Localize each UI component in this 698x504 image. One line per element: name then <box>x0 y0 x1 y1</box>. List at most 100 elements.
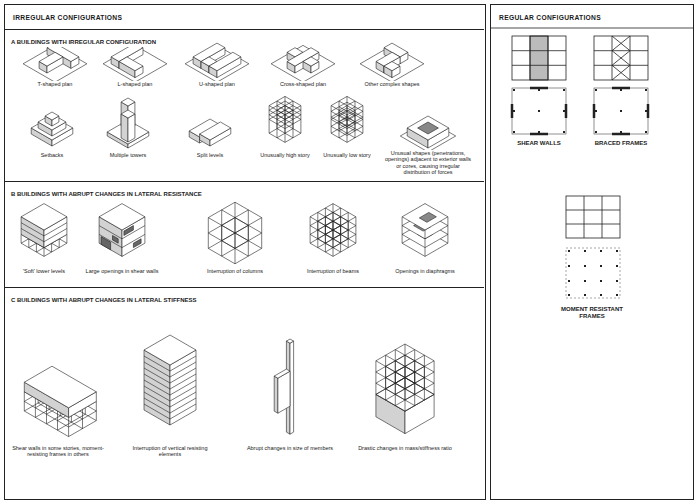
figure-line <box>376 394 405 411</box>
figure-caption: Unusual shapes (penetrations, openings) … <box>382 150 474 175</box>
panel-title: IRREGULAR CONFIGURATIONS <box>5 5 485 29</box>
figure-caption: Split levels <box>178 152 242 158</box>
figure-face <box>133 239 141 248</box>
figure-line <box>285 115 286 143</box>
caption-text: Large openings in shear walls <box>86 268 159 274</box>
figure-line <box>318 212 341 225</box>
figure-line <box>375 361 376 395</box>
figure-line <box>376 383 405 400</box>
system-label: SHEAR WALLS <box>509 140 569 147</box>
caption-text: SHEAR WALLS <box>517 140 561 146</box>
irregular-figures <box>21 43 456 437</box>
caption-text: Shear walls in some stories, moment-resi… <box>12 445 104 457</box>
figure-line <box>405 378 406 412</box>
figure-caption: Other complex shapes <box>357 81 427 87</box>
column-dots <box>513 89 565 133</box>
figure-line <box>170 374 196 389</box>
figure-line <box>310 226 333 239</box>
figure-line <box>21 229 44 242</box>
shear-wall-elevation <box>512 36 566 80</box>
figure-line <box>144 362 170 377</box>
system-label: MOMENT RESISTANT FRAMES <box>547 306 637 320</box>
figure-face <box>200 122 231 140</box>
figure-face <box>419 212 436 222</box>
caption-text: Interruption of beams <box>307 268 359 274</box>
figure-line <box>376 361 405 378</box>
figure-line <box>170 398 196 413</box>
caption-text: Abrupt changes in size of members <box>247 445 333 451</box>
figure-line <box>402 217 403 243</box>
caption-text: Interruption of vertical resisting eleme… <box>133 445 208 457</box>
figure-line <box>248 225 249 256</box>
floor-lines <box>512 36 566 80</box>
regular-figures <box>490 28 694 298</box>
column-dots <box>568 250 618 296</box>
figure-caption: L-shaped plan <box>100 81 170 87</box>
figure-line <box>333 230 334 256</box>
figure-line <box>144 386 170 401</box>
header-rule <box>490 28 694 29</box>
caption-text: L-shaped plan <box>118 81 153 87</box>
caption-text: Multiple towers <box>110 152 147 158</box>
figure-face <box>286 339 293 343</box>
figure-line <box>277 110 278 138</box>
figure-face <box>274 376 278 413</box>
figure-line <box>395 350 424 367</box>
figure-face <box>128 114 135 142</box>
braced-frame-elevation <box>594 36 648 80</box>
frame-grid <box>566 196 620 238</box>
figure-line <box>221 225 222 256</box>
system-label: BRACED FRAMES <box>591 140 651 147</box>
figure-line <box>376 372 405 389</box>
figure-line <box>57 411 58 430</box>
figure-caption: U-shaped plan <box>182 81 252 87</box>
figure-face <box>121 110 135 118</box>
figure-caption: Interruption of vertical resisting eleme… <box>120 445 220 458</box>
figure-face <box>290 341 294 434</box>
figure-caption: Interruption of columns <box>197 268 273 274</box>
figure-face <box>21 204 67 230</box>
figure-face <box>45 112 59 120</box>
figure-line <box>51 243 52 252</box>
figure-face <box>407 116 449 140</box>
figure-face <box>274 369 290 378</box>
caption-text: Unusual shapes (penetrations, openings) … <box>385 150 471 175</box>
figure-line <box>28 239 29 248</box>
figure-caption: Unusually low story <box>318 152 376 158</box>
figure-line <box>425 230 426 256</box>
figure-line <box>170 404 196 419</box>
wall-segments <box>512 88 566 134</box>
figure-line <box>170 356 196 371</box>
figure-line <box>68 417 69 436</box>
caption-text: Other complex shapes <box>364 81 419 87</box>
figure-line <box>82 409 83 428</box>
configuration-panel: IRREGULAR CONFIGURATIONSA BUILDINGS WITH… <box>4 4 486 500</box>
figure-line <box>348 221 349 247</box>
figure-line <box>269 106 270 134</box>
figure-line <box>325 226 326 252</box>
figure-line <box>310 243 333 256</box>
figure-line <box>144 368 170 383</box>
caption-text: BRACED FRAMES <box>595 140 648 146</box>
figure-line <box>170 392 196 407</box>
figure-caption: Abrupt changes in size of members <box>240 445 340 451</box>
figure-line <box>144 404 170 419</box>
figure-line <box>310 234 333 247</box>
figure-line <box>333 204 356 217</box>
braced-frame-plan <box>594 88 648 134</box>
figure-caption: Interruption of beams <box>295 268 371 274</box>
figure-face <box>124 226 133 236</box>
figure-line <box>21 234 22 243</box>
figure-line <box>385 366 386 400</box>
figure-face <box>119 57 143 71</box>
figure-line <box>300 106 301 134</box>
figure-line <box>144 392 170 407</box>
figure-line <box>261 218 262 249</box>
section-heading: C BUILDINGS WITH ABRUPT CHANGES IN LATER… <box>5 293 203 305</box>
figure-caption: Cross-shaped plan <box>268 81 338 87</box>
figure-line <box>99 226 122 239</box>
figure-line <box>362 106 363 134</box>
figure-line <box>325 208 348 221</box>
figure-face <box>121 114 128 142</box>
figure-face <box>384 62 400 71</box>
